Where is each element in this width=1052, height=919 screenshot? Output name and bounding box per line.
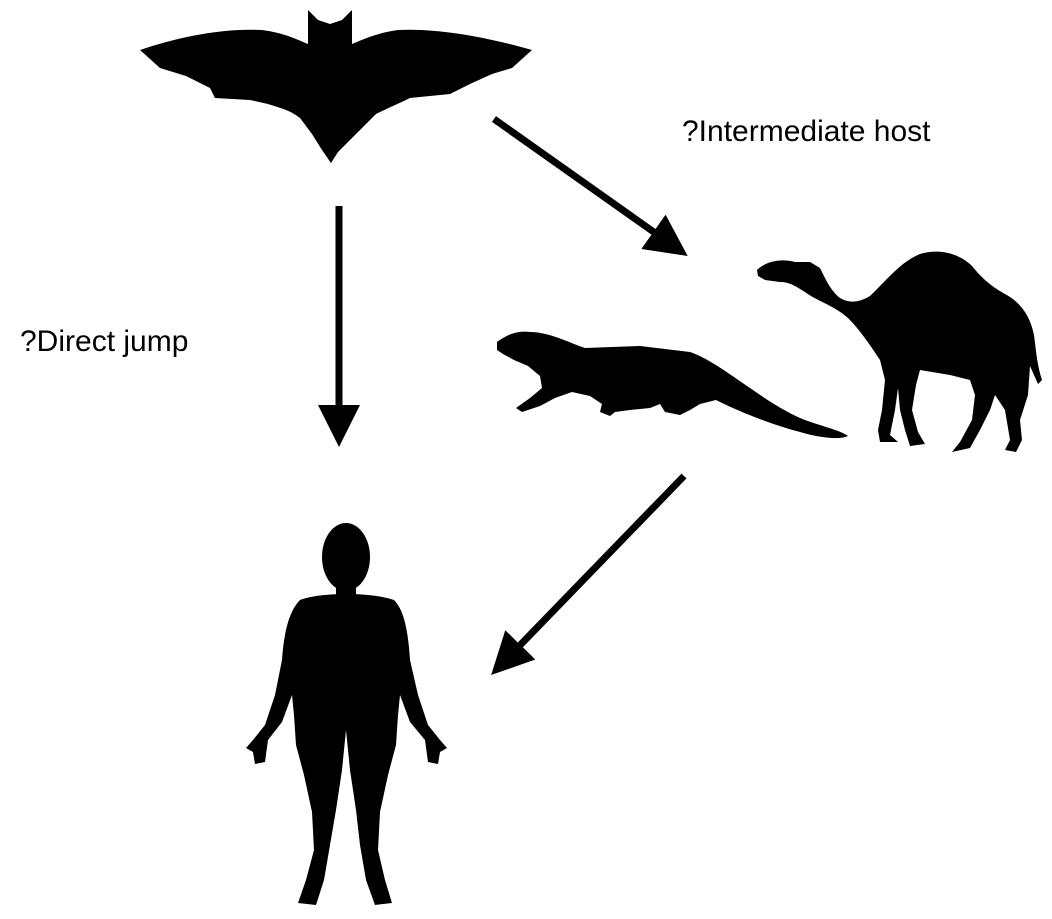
intermediate-host-label: ?Intermediate host [682,115,930,149]
bat-icon [140,10,532,163]
human-icon [246,523,447,905]
direct-jump-label: ?Direct jump [20,325,188,359]
intermediate-to-human-arrow [496,476,684,670]
bat-to-intermediate-arrow [494,119,682,252]
civet-icon [497,332,848,438]
